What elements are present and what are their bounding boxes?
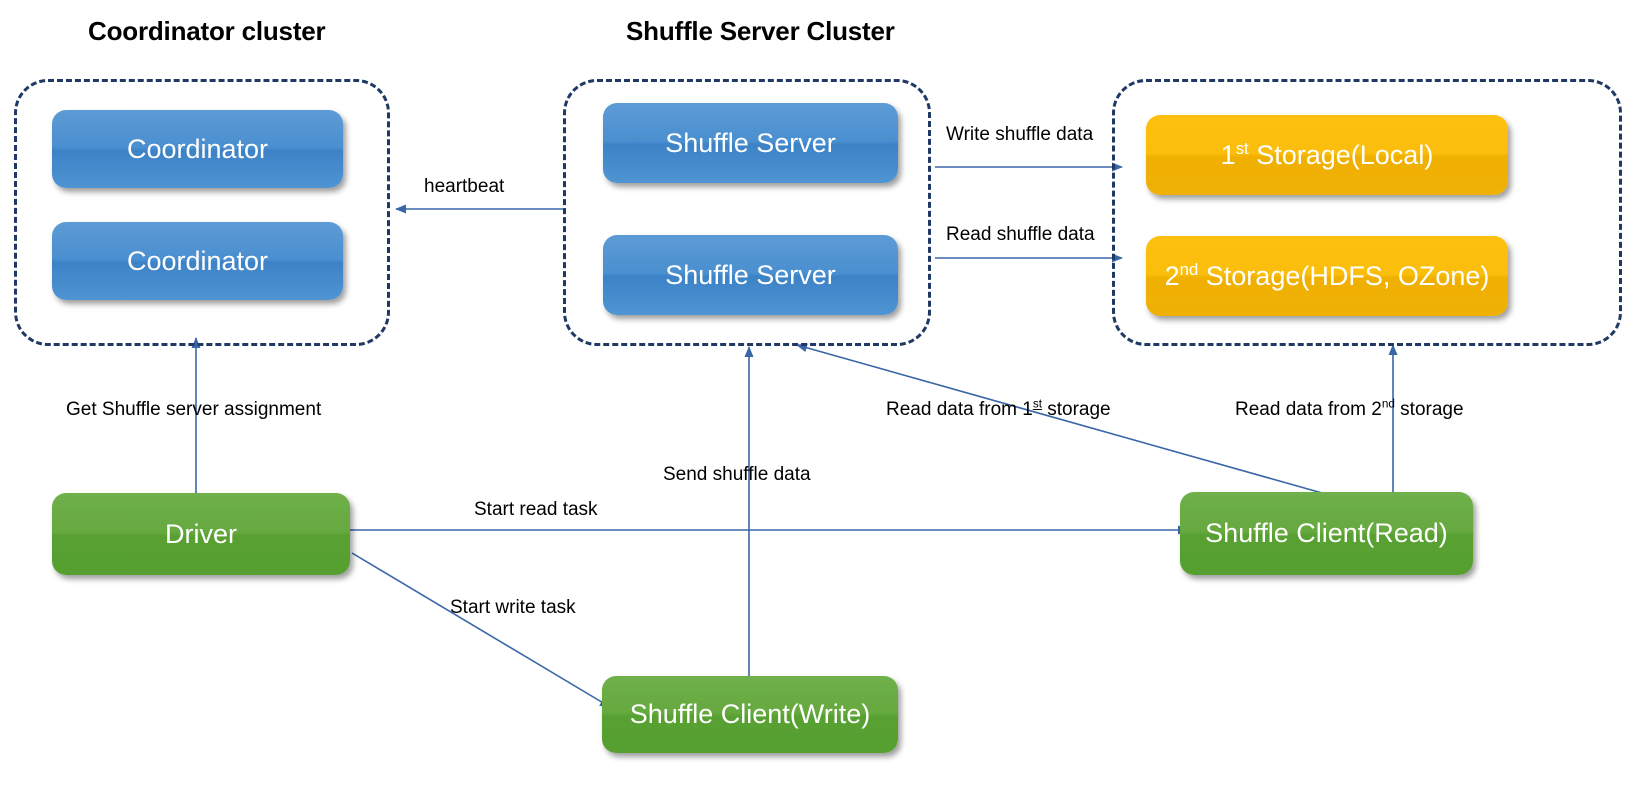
node-coordinator-1-label: Coordinator bbox=[126, 133, 269, 164]
node-shuffle-server-2-label: Shuffle Server bbox=[665, 259, 836, 290]
node-shuffle-client-read-label: Shuffle Client(Read) bbox=[1205, 518, 1448, 548]
shuffle-server-cluster-boundary bbox=[563, 79, 931, 346]
node-coordinator-2[interactable]: Coordinator bbox=[52, 222, 343, 300]
node-coordinator-2-label: Coordinator bbox=[126, 245, 269, 276]
node-storage-2-ordinal-suffix: nd bbox=[1179, 259, 1199, 279]
node-storage-2[interactable]: 2nd Storage(HDFS, OZone) bbox=[1146, 236, 1508, 316]
edge-label-get-shuffle-server-assignment: Get Shuffle server assignment bbox=[66, 399, 322, 420]
node-shuffle-client-read[interactable]: Shuffle Client(Read) bbox=[1180, 492, 1473, 575]
node-shuffle-client-write-label: Shuffle Client(Write) bbox=[629, 699, 871, 729]
coordinator-cluster-boundary bbox=[14, 79, 390, 346]
node-storage-2-label: 2nd Storage(HDFS, OZone) bbox=[1164, 259, 1490, 291]
node-storage-1-ordinal-suffix: st bbox=[1235, 138, 1249, 158]
edge-label-write-shuffle-data: Write shuffle data bbox=[946, 124, 1094, 145]
edge-label-read-data-from-2nd-storage: Read data from 2nd storage bbox=[1235, 397, 1464, 421]
node-coordinator-1[interactable]: Coordinator bbox=[52, 110, 343, 188]
edge-label-send-shuffle-data: Send shuffle data bbox=[663, 464, 811, 485]
edge-label-read-2nd-prefix: Read data from 2 bbox=[1235, 399, 1382, 420]
edge-label-start-write-task: Start write task bbox=[450, 597, 576, 618]
edge-label-read-shuffle-data: Read shuffle data bbox=[946, 224, 1095, 245]
edge-label-read-1st-ordinal-suffix: st bbox=[1032, 397, 1042, 411]
arrow-read-data-from-1st-storage bbox=[796, 343, 1394, 514]
node-driver[interactable]: Driver bbox=[52, 493, 350, 575]
node-shuffle-server-2[interactable]: Shuffle Server bbox=[603, 235, 898, 315]
arrow-start-write-task bbox=[351, 552, 611, 708]
shuffle-server-cluster-title: Shuffle Server Cluster bbox=[626, 16, 895, 46]
node-storage-1[interactable]: 1st Storage(Local) bbox=[1146, 115, 1508, 195]
storage-cluster-boundary bbox=[1112, 79, 1622, 346]
node-shuffle-server-1[interactable]: Shuffle Server bbox=[603, 103, 898, 183]
node-shuffle-server-1-label: Shuffle Server bbox=[665, 127, 836, 158]
edge-label-read-data-from-1st-storage: Read data from 1st storage bbox=[886, 397, 1111, 421]
node-storage-1-suffix: Storage(Local) bbox=[1248, 139, 1434, 170]
node-storage-2-prefix: 2 bbox=[1164, 260, 1180, 291]
edge-label-start-read-task: Start read task bbox=[474, 499, 598, 520]
edge-label-read-2nd-ordinal-suffix: nd bbox=[1381, 397, 1395, 411]
edge-label-read-1st-suffix: storage bbox=[1041, 399, 1111, 420]
node-storage-2-suffix: Storage(HDFS, OZone) bbox=[1198, 260, 1490, 291]
coordinator-cluster-title: Coordinator cluster bbox=[88, 16, 326, 46]
node-storage-1-label: 1st Storage(Local) bbox=[1220, 138, 1434, 170]
edge-label-heartbeat: heartbeat bbox=[424, 176, 505, 197]
node-storage-1-prefix: 1 bbox=[1220, 139, 1236, 170]
node-driver-label: Driver bbox=[165, 518, 237, 549]
edge-label-read-1st-prefix: Read data from 1 bbox=[886, 399, 1033, 420]
node-shuffle-client-write[interactable]: Shuffle Client(Write) bbox=[602, 676, 898, 753]
edge-label-read-2nd-suffix: storage bbox=[1394, 399, 1464, 420]
